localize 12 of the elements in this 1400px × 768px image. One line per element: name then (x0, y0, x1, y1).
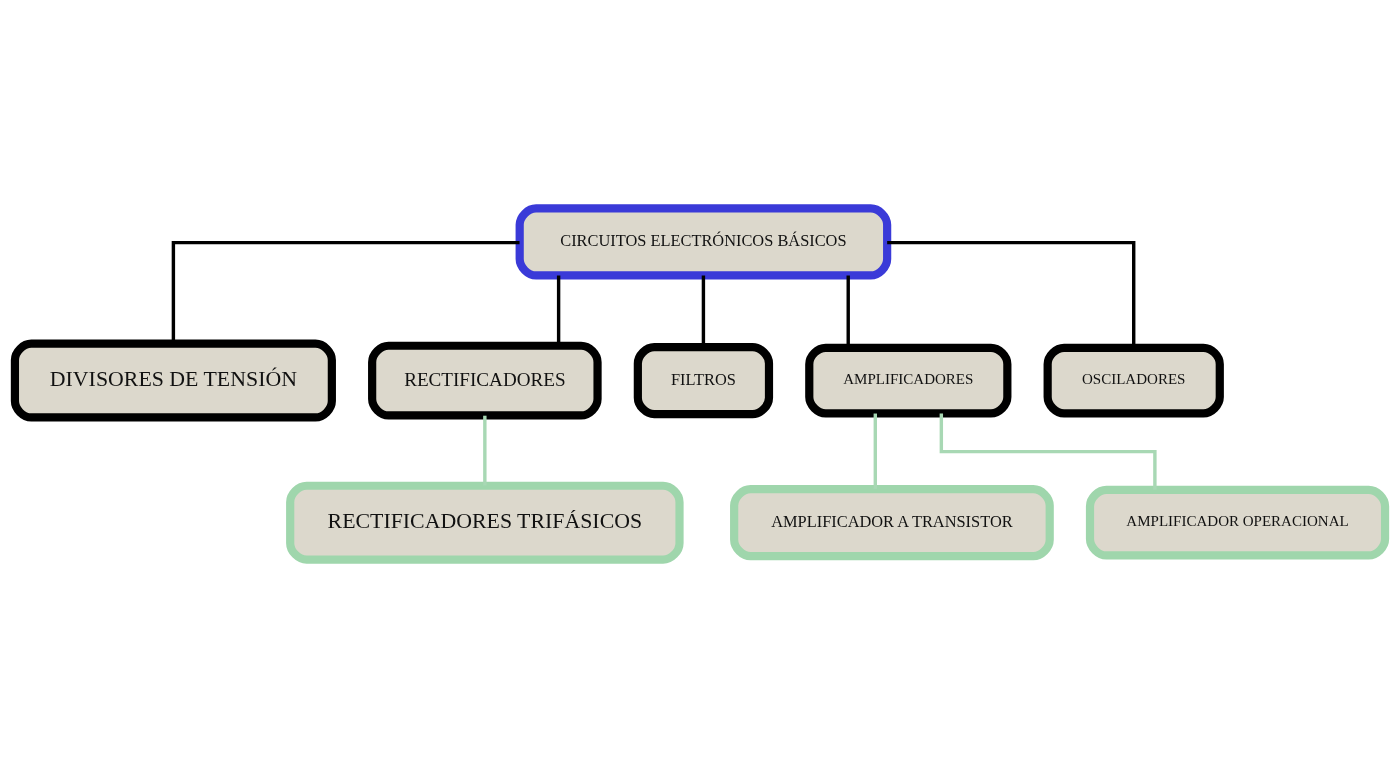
node-box: AMPLIFICADOR A TRANSISTOR (730, 485, 1054, 561)
node-box: RECTIFICADORES (368, 341, 602, 420)
node-box: CIRCUITOS ELECTRÓNICOS BÁSICOS (515, 204, 892, 280)
node-box: AMPLIFICADOR OPERACIONAL (1085, 485, 1390, 560)
node-box: OSCILADORES (1043, 343, 1224, 418)
node-box: FILTROS (633, 343, 774, 419)
connector (939, 413, 1157, 490)
connector (873, 413, 877, 489)
connector (483, 415, 487, 486)
node-box: RECTIFICADORES TRIFÁSICOS (286, 481, 684, 564)
node-box: AMPLIFICADORES (805, 343, 1012, 418)
node-box: DIVISORES DE TENSIÓN (10, 339, 336, 422)
